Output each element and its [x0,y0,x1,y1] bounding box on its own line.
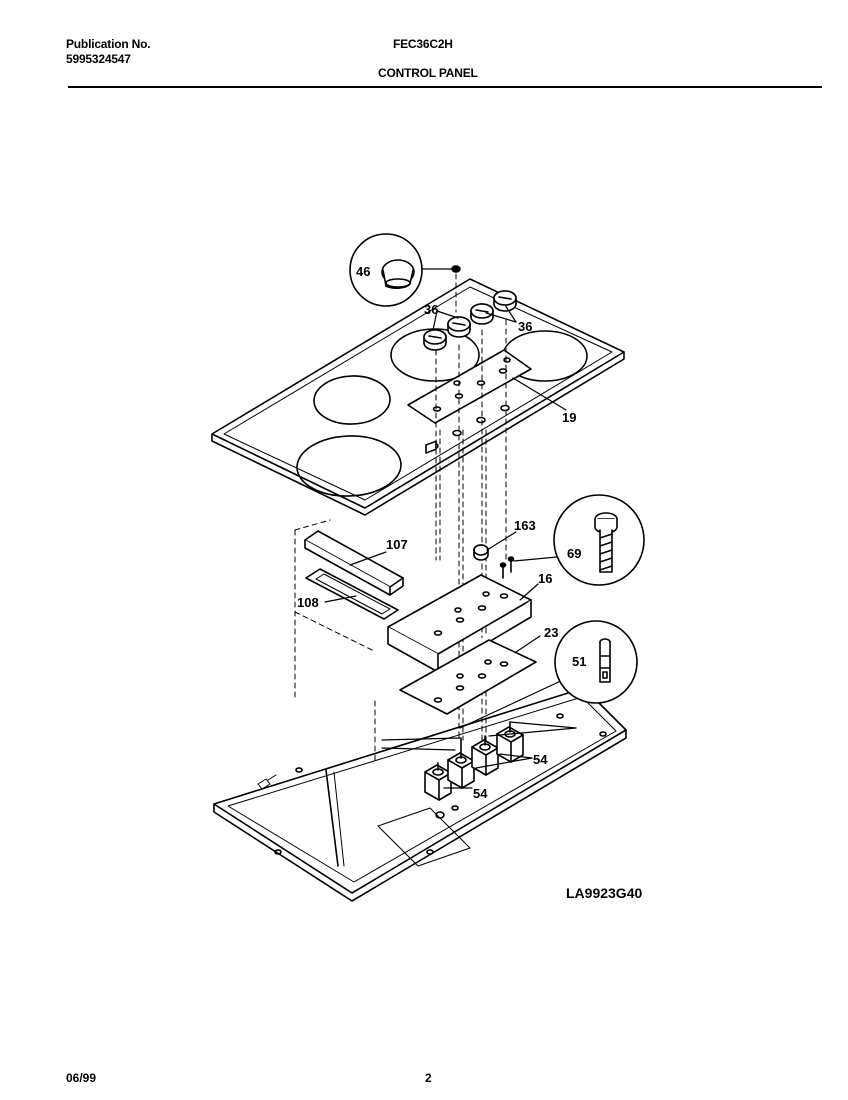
header-rule [68,86,822,88]
callout-46: 46 [356,264,370,279]
callout-51: 51 [572,654,586,669]
model-number: FEC36C2H [393,37,453,51]
callout-36-left: 36 [424,302,438,317]
cooktop-chassis [213,687,627,902]
insulation-pad [305,568,399,620]
insulator-sheet [399,639,537,715]
drawing-number: LA9923G40 [566,885,642,901]
cooktop-panel [211,278,625,516]
callout-16: 16 [538,571,552,586]
control-bracket [387,440,532,673]
callout-23: 23 [544,625,558,640]
callout-54-bottom: 54 [473,786,488,801]
publication-label: Publication No. [66,37,151,51]
control-knobs [423,290,517,351]
section-title: CONTROL PANEL [378,66,478,80]
callout-54-right: 54 [533,752,548,767]
page-number: 2 [425,1071,432,1085]
publication-number: 5995324547 [66,52,131,66]
detail-circle-terminal [554,620,638,704]
callout-108: 108 [297,595,319,610]
detail-circle-screw [553,494,645,586]
infinite-switches [424,721,524,801]
trim-strip [304,530,404,596]
detail-circle-plug-button [349,233,423,307]
callout-163: 163 [514,518,536,533]
callout-69: 69 [567,546,581,561]
screws [499,556,515,579]
spacer [473,544,489,561]
callout-107: 107 [386,537,408,552]
footer-date: 06/99 [66,1071,97,1085]
callout-19: 19 [562,410,576,425]
callout-36-right: 36 [518,319,532,334]
